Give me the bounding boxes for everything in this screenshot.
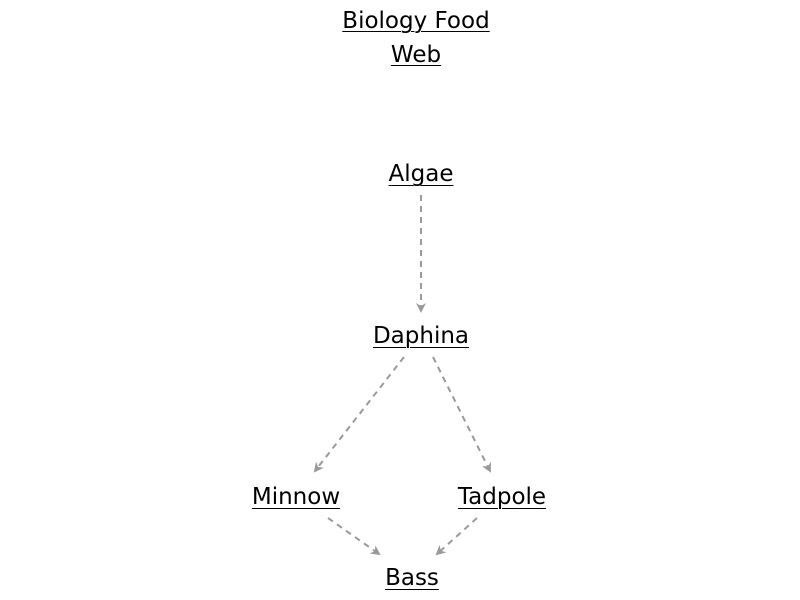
node-tadpole: Tadpole [457,484,547,510]
edge-daphina-minnow [313,356,405,473]
edge-daphina-tadpole [432,356,491,473]
node-minnow: Minnow [251,484,341,510]
title-line-1: Biology Food [342,8,490,34]
edge-tadpole-bass [435,517,478,556]
node-algae: Algae [388,161,454,187]
node-bass: Bass [385,565,439,591]
node-daphina: Daphina [372,323,470,349]
diagram-title: Biology Food Web [300,4,532,72]
title-line-2: Web [390,42,442,68]
edge-minnow-bass [327,517,381,556]
